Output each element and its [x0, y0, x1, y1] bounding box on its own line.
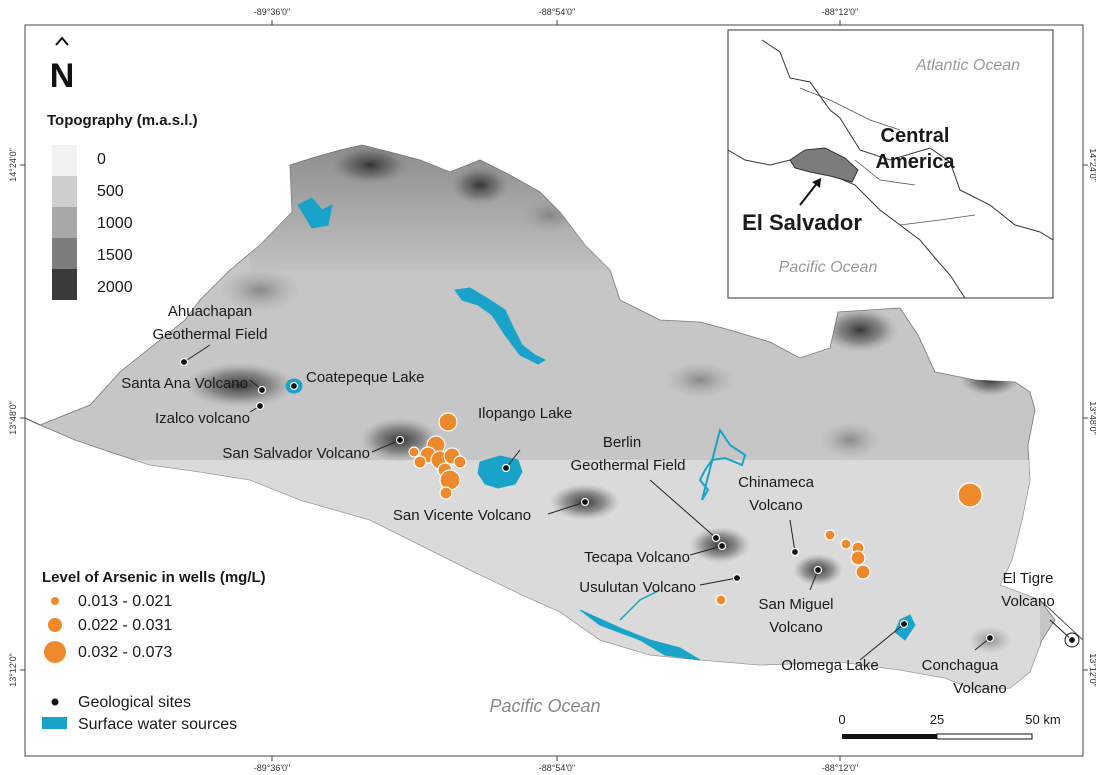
- arsenic-legend: Level of Arsenic in wells (mg/L) 0.013 -…: [42, 569, 266, 663]
- arsenic-symbol-medium: [48, 618, 62, 632]
- topo-swatch-2000: [52, 269, 77, 300]
- label-berlin-1: Berlin: [603, 434, 641, 451]
- label-el-tigre-1: El Tigre: [1003, 570, 1054, 587]
- inset-central-label-1: Central: [881, 125, 950, 147]
- coord-top-3: -88°12'0": [822, 7, 859, 17]
- north-arrow: N: [50, 36, 75, 95]
- scale-bar-right: [936, 733, 1033, 740]
- coord-bottom-1: -89°36'0": [254, 763, 291, 773]
- coord-right-3: 13°12'0": [1088, 653, 1096, 687]
- coord-top-2: -88°54'0": [539, 7, 576, 17]
- topography-legend-title: Topography (m.a.s.l.): [47, 112, 198, 129]
- north-letter: N: [50, 57, 75, 95]
- el-tigre-ring: [1064, 632, 1080, 648]
- arsenic-legend-title: Level of Arsenic in wells (mg/L): [42, 569, 266, 586]
- label-san-vicente: San Vicente Volcano: [393, 507, 531, 524]
- arsenic-symbol-large: [44, 641, 66, 663]
- topo-label-2000: 2000: [97, 279, 133, 296]
- label-san-miguel-1: San Miguel: [758, 596, 833, 613]
- inset-coastline: [727, 39, 1054, 299]
- arsenic-wells: [408, 412, 983, 606]
- scale-tick-50: 50 km: [1025, 712, 1060, 727]
- coord-bottom-2: -88°54'0": [539, 763, 576, 773]
- label-el-tigre-2: Volcano: [1001, 593, 1054, 610]
- label-tecapa: Tecapa Volcano: [584, 549, 690, 566]
- topo-label-500: 500: [97, 183, 124, 200]
- sites-water-legend: Geological sites Surface water sources: [42, 694, 237, 733]
- label-ahuachapan-2: Geothermal Field: [152, 326, 267, 343]
- label-conchagua-1: Conchagua: [922, 657, 999, 674]
- label-chinameca-1: Chinameca: [738, 474, 815, 491]
- arsenic-class-3: 0.032 - 0.073: [78, 644, 172, 661]
- label-san-miguel-2: Volcano: [769, 619, 822, 636]
- label-ahuachapan-1: Ahuachapan: [168, 303, 252, 320]
- scale-tick-25: 25: [930, 712, 944, 727]
- label-usulutan: Usulutan Volcano: [579, 579, 696, 596]
- label-ilopango: Ilopango Lake: [478, 405, 572, 422]
- scale-bar-left: [842, 734, 937, 739]
- inset-borders: [799, 87, 976, 226]
- inset-arrowhead-icon: [812, 178, 821, 188]
- label-coatepeque: Coatepeque Lake: [306, 369, 424, 386]
- arsenic-symbol-small: [51, 597, 59, 605]
- coord-left-3: 13°12'0": [8, 653, 18, 687]
- place-labels: Ahuachapan Geothermal Field Santa Ana Vo…: [121, 303, 1054, 716]
- label-pacific-ocean: Pacific Ocean: [489, 696, 600, 716]
- arsenic-class-1: 0.013 - 0.021: [78, 593, 172, 610]
- inset-frame: [727, 29, 1054, 299]
- inset-map: Atlantic Ocean Central America El Salvad…: [727, 29, 1054, 299]
- coord-right-2: 13°48'0": [1088, 401, 1096, 435]
- geological-site-symbol: [51, 698, 59, 706]
- topo-label-0: 0: [97, 151, 106, 168]
- coord-left-2: 13°48'0": [8, 401, 18, 435]
- label-berlin-2: Geothermal Field: [570, 457, 685, 474]
- label-izalco: Izalco volcano: [155, 410, 250, 427]
- label-san-salvador: San Salvador Volcano: [222, 445, 370, 462]
- label-santa-ana: Santa Ana Volcano: [121, 375, 248, 392]
- topo-swatch-1000: [52, 207, 77, 238]
- inset-el-salvador-shape: [789, 147, 859, 183]
- label-conchagua-2: Volcano: [953, 680, 1006, 697]
- north-arrow-icon: [55, 36, 69, 46]
- inset-atlantic-label: Atlantic Ocean: [915, 57, 1020, 74]
- geological-sites: [179, 357, 1077, 645]
- scale-tick-0: 0: [838, 712, 845, 727]
- inset-pacific-label: Pacific Ocean: [779, 259, 878, 276]
- surface-water-swatch: [42, 717, 67, 729]
- topo-swatch-500: [52, 176, 77, 207]
- graticule-ticks: [20, 20, 1088, 761]
- topo-swatch-1500: [52, 238, 77, 269]
- coord-left-1: 14°24'0": [8, 148, 18, 182]
- coord-top-1: -89°36'0": [254, 7, 291, 17]
- topo-swatch-0: [52, 145, 77, 176]
- coastline-west: [24, 417, 41, 426]
- coastline-east: [1039, 599, 1084, 641]
- arsenic-class-2: 0.022 - 0.031: [78, 617, 172, 634]
- topo-label-1500: 1500: [97, 247, 133, 264]
- topography-legend: Topography (m.a.s.l.) 0 500 1000 1500 20…: [47, 112, 198, 300]
- label-chinameca-2: Volcano: [749, 497, 802, 514]
- legend-geological-sites: Geological sites: [78, 694, 191, 711]
- inset-central-label-2: America: [876, 151, 956, 173]
- coord-right-1: 14°24'0": [1088, 148, 1096, 182]
- topo-label-1000: 1000: [97, 215, 133, 232]
- inset-country-label: El Salvador: [742, 210, 862, 235]
- legend-surface-water: Surface water sources: [78, 716, 237, 733]
- coord-bottom-3: -88°12'0": [822, 763, 859, 773]
- inset-arrow-icon: [799, 181, 819, 206]
- scale-bar: 0 25 50 km: [838, 712, 1061, 740]
- label-olomega: Olomega Lake: [781, 657, 879, 674]
